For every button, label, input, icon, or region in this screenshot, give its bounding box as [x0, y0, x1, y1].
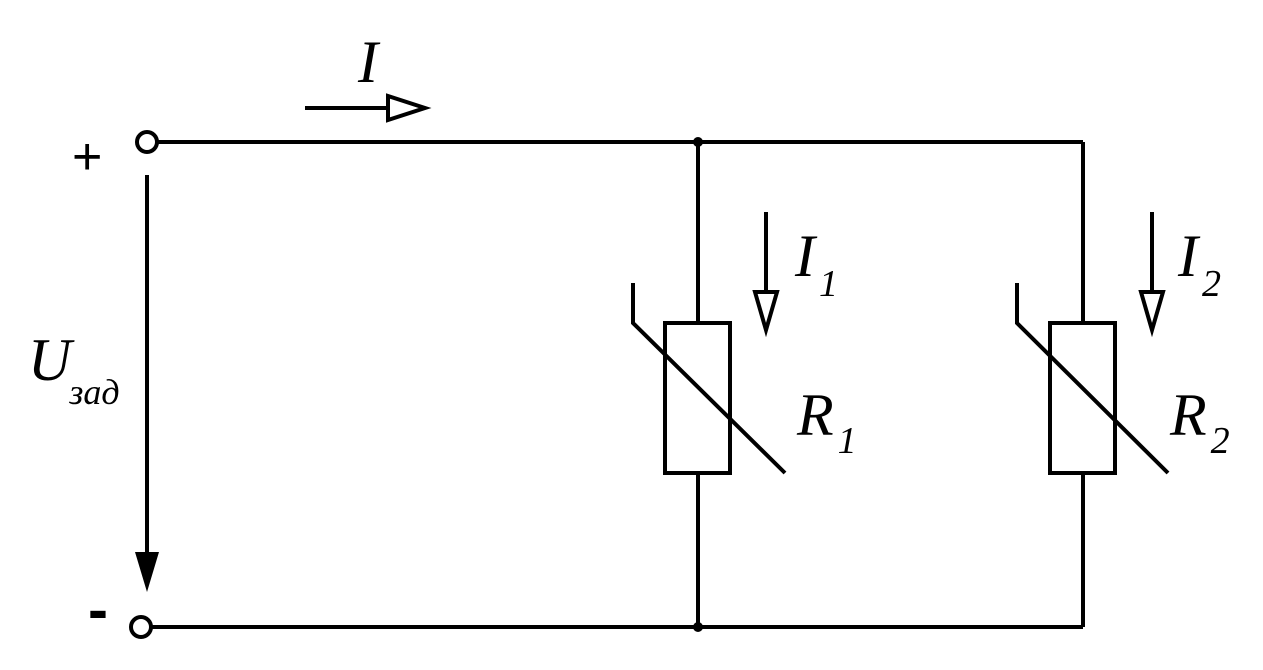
minus-label: - — [88, 576, 108, 643]
wires — [152, 140, 1085, 629]
resistor-r1-symbol: R — [796, 382, 834, 448]
resistor-r1-icon — [631, 283, 787, 475]
resistor-r2-icon — [1015, 283, 1170, 475]
voltage-arrow — [135, 175, 159, 592]
current-branch2-symbol: I — [1177, 223, 1201, 289]
junction-bottom — [693, 622, 703, 632]
resistor-r1-subscript: 1 — [838, 420, 857, 462]
resistor-r2-subscript: 2 — [1211, 420, 1230, 462]
current-arrow-branch1 — [752, 212, 780, 338]
voltage-symbol: U — [28, 327, 75, 393]
current-branch2-subscript: 2 — [1202, 263, 1221, 305]
resistor-r2-symbol: R — [1169, 382, 1207, 448]
plus-label: + — [72, 128, 102, 186]
voltage-label: Uзад — [28, 327, 120, 412]
plus-terminal — [135, 130, 159, 154]
current-branch1-subscript: 1 — [819, 263, 838, 305]
junction-top — [693, 137, 703, 147]
voltage-subscript: зад — [68, 372, 119, 412]
current-arrow-branch2 — [1138, 212, 1166, 338]
current-arrow-total — [305, 93, 432, 123]
current-total-label: I — [357, 29, 381, 95]
minus-terminal — [129, 615, 153, 639]
current-branch1-symbol: I — [794, 223, 818, 289]
